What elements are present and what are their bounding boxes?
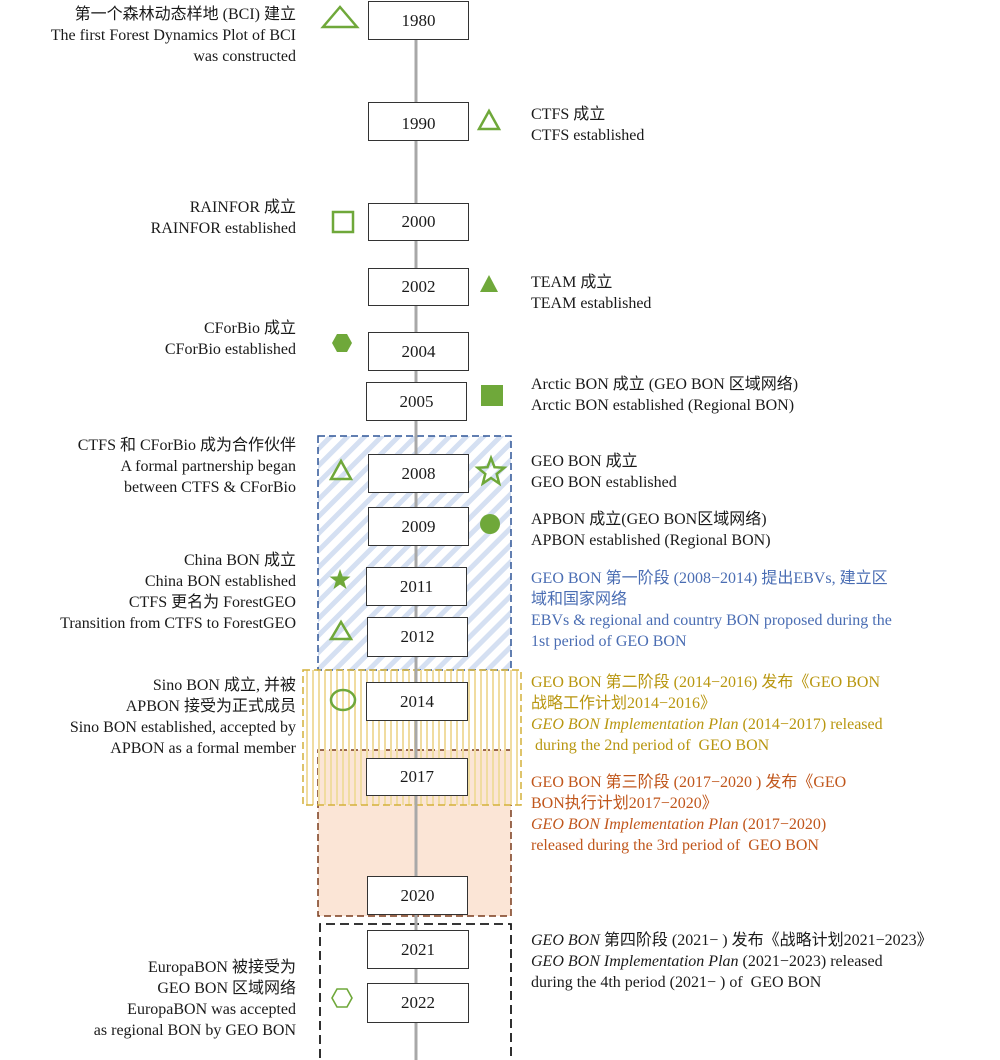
period4-label: GEO BON 第四阶段 (2021− ) 发布《战略计划2021−2023》 … bbox=[531, 932, 933, 991]
year-box: 2000 bbox=[368, 203, 469, 241]
year-box: 2008 bbox=[368, 454, 469, 493]
year-box: 2022 bbox=[367, 983, 469, 1023]
event-chinabon-label: China BON 成立 China BON established CTFS … bbox=[60, 552, 296, 632]
year-box: 2004 bbox=[368, 332, 469, 371]
event-partnership-label: CTFS 和 CForBio 成为合作伙伴 A formal partnersh… bbox=[77, 437, 296, 496]
square-filled-icon bbox=[481, 385, 503, 406]
event-rainfor-label: RAINFOR 成立 RAINFOR established bbox=[150, 199, 296, 237]
year-box: 2014 bbox=[366, 682, 468, 721]
triangle-filled-icon bbox=[480, 275, 498, 292]
event-ctfs-label: CTFS 成立 CTFS established bbox=[531, 106, 645, 144]
star-filled-icon bbox=[329, 569, 351, 589]
event-europabon-label: EuropaBON 被接受为 GEO BON 区域网络 EuropaBON wa… bbox=[93, 959, 296, 1039]
year-box: 2002 bbox=[368, 268, 469, 306]
event-team-label: TEAM 成立 TEAM established bbox=[531, 274, 652, 312]
triangle-outline-icon bbox=[320, 5, 360, 29]
event-sinobon-label: Sino BON 成立, 并被 APBON 接受为正式成员 Sino BON e… bbox=[69, 677, 296, 757]
hexagon-filled-icon bbox=[332, 334, 352, 352]
ellipse-outline-icon bbox=[329, 688, 357, 712]
period3-label: GEO BON 第三阶段 (2017−2020 ) 发布《GEO BON执行计划… bbox=[531, 774, 847, 854]
year-box: 1980 bbox=[368, 1, 469, 40]
triangle-outline-icon bbox=[328, 458, 354, 481]
year-box: 2012 bbox=[367, 617, 468, 657]
year-box: 2011 bbox=[366, 567, 467, 606]
event-apbon-label: APBON 成立(GEO BON区域网络) APBON established … bbox=[531, 511, 771, 549]
hexagon-outline-icon bbox=[331, 988, 353, 1008]
year-box: 2021 bbox=[367, 930, 469, 969]
circle-filled-icon bbox=[480, 514, 500, 534]
period1-label: GEO BON 第一阶段 (2008−2014) 提出EBVs, 建立区 域和国… bbox=[531, 570, 892, 650]
star-outline-icon bbox=[474, 454, 508, 487]
triangle-outline-icon bbox=[328, 619, 354, 641]
year-box: 2005 bbox=[366, 382, 467, 421]
year-box: 2020 bbox=[367, 876, 468, 915]
event-bci-label: 第一个森林动态样地 (BCI) 建立 The first Forest Dyna… bbox=[50, 6, 296, 65]
year-box: 2009 bbox=[368, 507, 469, 546]
period2-label: GEO BON 第二阶段 (2014−2016) 发布《GEO BON 战略工作… bbox=[531, 674, 883, 754]
year-box: 1990 bbox=[368, 102, 469, 141]
event-arctic-label: Arctic BON 成立 (GEO BON 区域网络) Arctic BON … bbox=[531, 376, 799, 414]
event-geobon-label: GEO BON 成立 GEO BON established bbox=[531, 453, 677, 491]
year-box: 2017 bbox=[366, 758, 468, 796]
triangle-outline-icon bbox=[476, 108, 502, 131]
square-outline-icon bbox=[331, 210, 355, 234]
event-cforbio-label: CForBio 成立 CForBio established bbox=[164, 320, 296, 358]
